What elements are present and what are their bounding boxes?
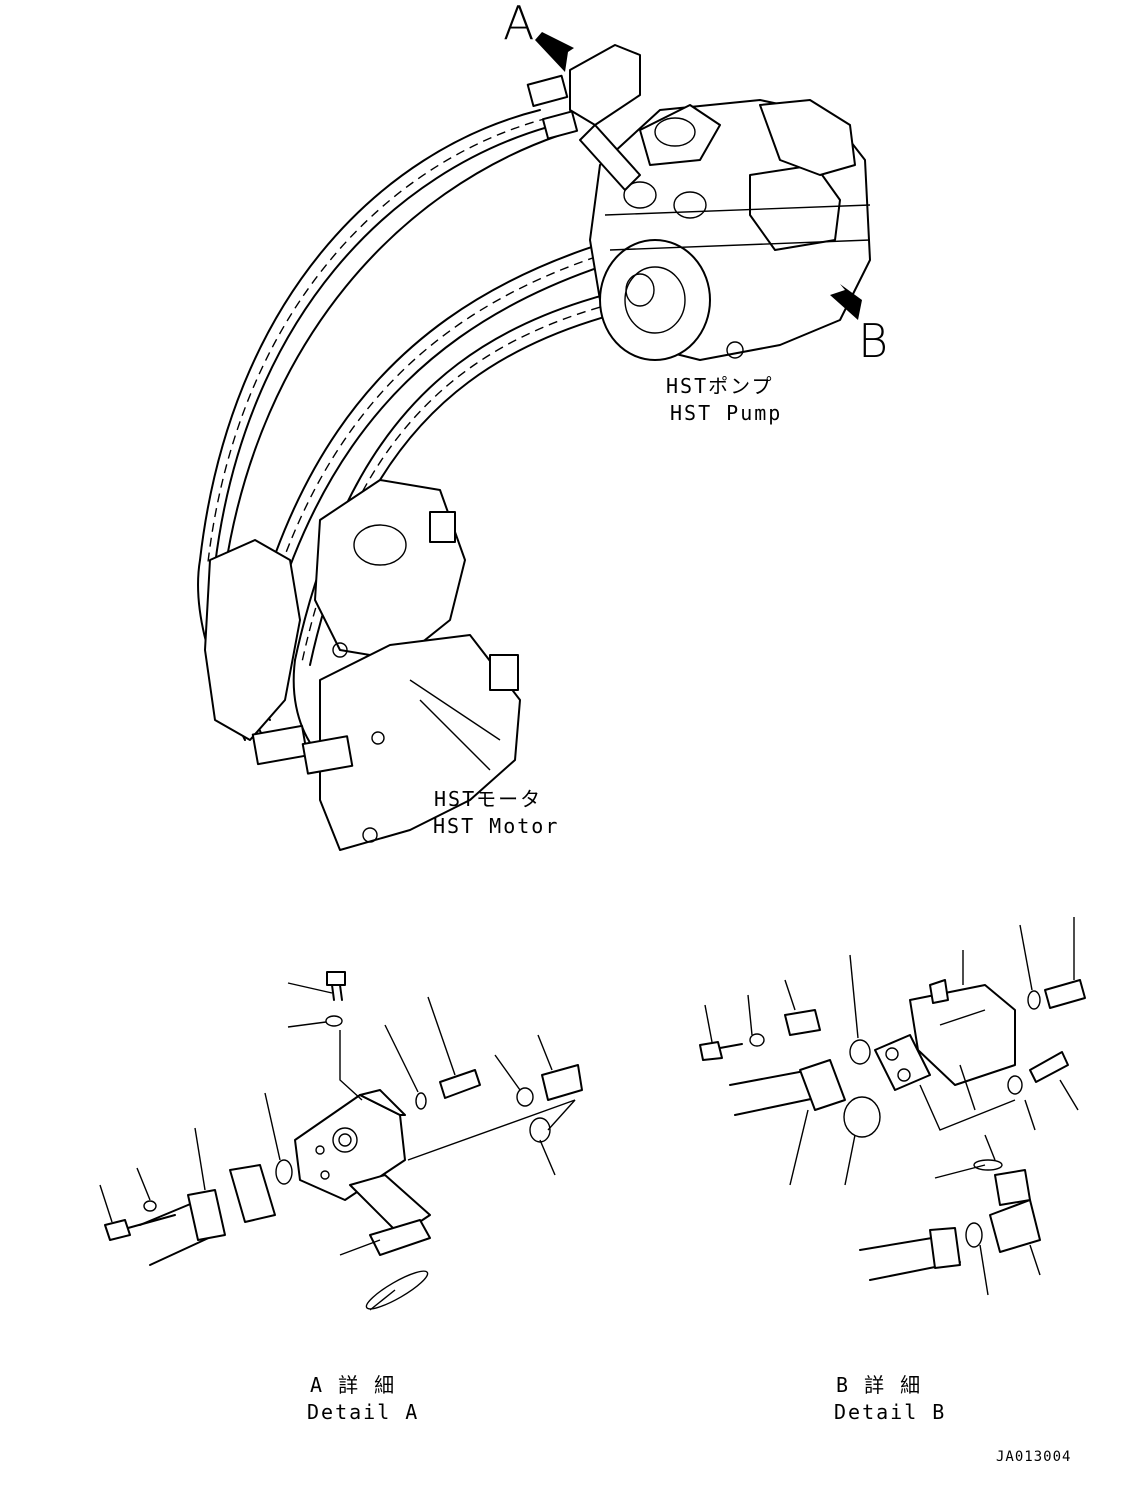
detail-b-title-jp: B 詳 細 [836,1373,923,1397]
detail-b [699,917,1086,1296]
arrow-a-icon [535,32,574,72]
callout-b-letter: B [858,314,889,368]
arrow-b-icon [830,284,862,320]
detail-a-title-en: Detail A [307,1400,420,1424]
motor-label-en: HST Motor [433,814,560,838]
pump-label-jp: HSTポンプ [666,374,774,398]
motor-label-jp: HSTモータ [434,787,543,811]
detail-a [99,971,583,1311]
hst-pump [526,44,871,361]
pump-label-en: HST Pump [670,401,783,425]
detail-b-title-en: Detail B [834,1400,947,1424]
hst-motor [204,479,521,851]
detail-a-title-jp: A 詳 細 [310,1373,397,1397]
callout-a-letter: A [503,0,535,50]
drawing-number: JA013004 [996,1449,1072,1465]
callout-arrows [535,32,862,320]
